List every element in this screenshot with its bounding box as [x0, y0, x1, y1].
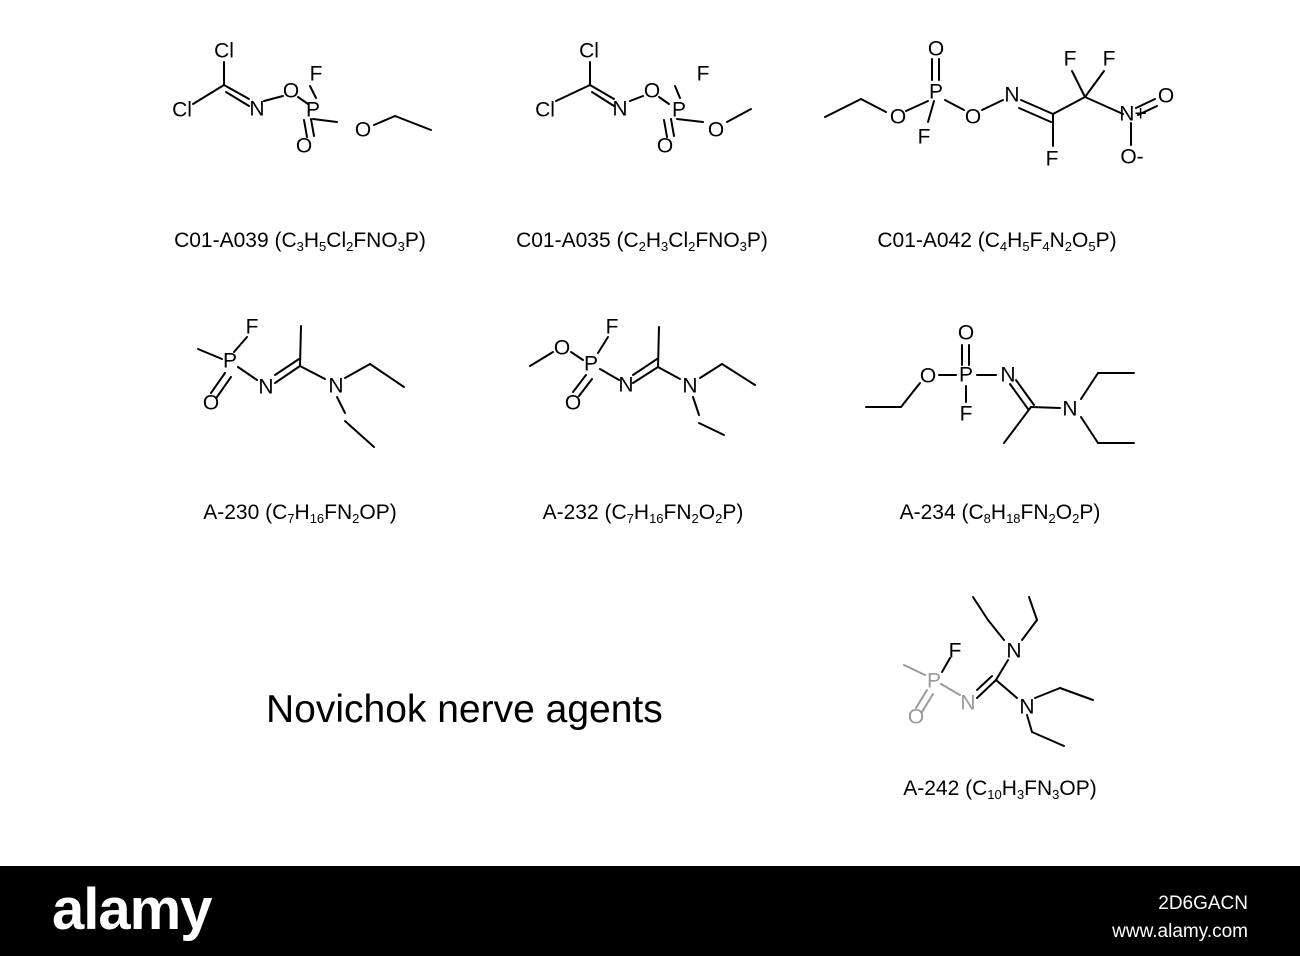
- atom-o: O: [965, 106, 981, 129]
- atom-f: F: [606, 316, 619, 339]
- atom-o: O: [890, 106, 906, 129]
- atom-n: N: [618, 374, 633, 397]
- atom-p: P: [584, 353, 598, 376]
- atom-n: N: [1004, 84, 1019, 107]
- atom-o: O: [554, 337, 570, 360]
- atom-p: P: [306, 99, 320, 122]
- compound-code: C01-A042 (: [877, 229, 985, 252]
- atom-f: F: [960, 403, 973, 426]
- atom-n: N: [1000, 364, 1015, 387]
- alamy-logo: alamy: [52, 877, 212, 942]
- atom-o-minus: O-: [1120, 146, 1143, 169]
- atom-n: N: [1019, 696, 1034, 719]
- structure-c01-a039: Cl Cl N O F P O O: [172, 40, 432, 158]
- atom-n: N: [682, 375, 697, 398]
- atom-n: N: [960, 692, 975, 715]
- formula-caption: C01-A039 (C3H5Cl2FNO3P): [174, 229, 426, 254]
- atom-o: O: [296, 135, 312, 158]
- formula-caption: C01-A042 (C4H5F4N2O5P): [877, 229, 1117, 254]
- atom-p: P: [927, 670, 941, 693]
- atom-n: N: [328, 375, 343, 398]
- compound-code: A-242 (: [903, 777, 973, 800]
- formula-caption: A-234 (C8H18FN2O2P): [899, 501, 1101, 526]
- page-title: Novichok nerve agents: [266, 688, 663, 731]
- atom-o: O: [708, 119, 724, 142]
- atom-n: N: [1062, 398, 1077, 421]
- compound-code: A-234 (: [899, 501, 969, 524]
- atom-n: N: [612, 98, 627, 121]
- formula-caption: A-242 (C10H3FN3OP): [903, 777, 1097, 802]
- atom-f: F: [310, 63, 323, 86]
- atom-o: O: [1158, 85, 1174, 108]
- formula-caption: C01-A035 (C2H3Cl2FNO3P): [516, 229, 768, 254]
- atom-o: O: [928, 38, 944, 61]
- atom-o: O: [920, 365, 936, 388]
- structure-c01-a042: O O P F O N F F F N+ O O-: [824, 38, 1174, 171]
- compound-code: C01-A039 (: [174, 229, 282, 252]
- atom-p: P: [959, 364, 973, 387]
- structure-a-234: O O P F N N: [865, 322, 1135, 444]
- diagram-canvas: Cl Cl N O F P O O Cl Cl N O F P O O: [172, 37, 1175, 802]
- atom-n: N: [258, 376, 273, 399]
- structure-a-232: O P F O N N: [529, 316, 756, 436]
- atom-cl: Cl: [214, 40, 234, 63]
- structure-diagrams: Cl Cl N O F P O O Cl Cl N O F P O O: [172, 38, 1174, 747]
- structure-c01-a035: Cl Cl N O F P O O: [535, 40, 752, 158]
- atom-f: F: [246, 316, 259, 339]
- atom-cl: Cl: [579, 40, 599, 63]
- atom-p: P: [929, 81, 943, 104]
- atom-o: O: [644, 80, 660, 103]
- watermark-bar: [0, 866, 1300, 956]
- atom-p: P: [223, 350, 237, 373]
- atom-o: O: [565, 392, 581, 415]
- atom-n: N: [249, 98, 264, 121]
- compound-code: C01-A035 (: [516, 229, 624, 252]
- atom-o: O: [283, 80, 299, 103]
- atom-o: O: [355, 119, 371, 142]
- formula-caption: A-230 (C7H16FN2OP): [203, 501, 397, 526]
- formula-caption: A-232 (C7H16FN2O2P): [542, 501, 744, 526]
- atom-f: F: [1064, 48, 1077, 71]
- atom-f: F: [697, 63, 710, 86]
- atom-n: N: [1006, 640, 1021, 663]
- compound-code: A-230 (: [203, 501, 273, 524]
- atom-o: O: [657, 135, 673, 158]
- atom-o: O: [958, 322, 974, 345]
- atom-f: F: [1103, 48, 1116, 71]
- atom-n-plus: N+: [1119, 103, 1146, 126]
- atom-f: F: [918, 126, 931, 149]
- site-url: www.alamy.com: [1112, 921, 1248, 942]
- atom-f: F: [949, 640, 962, 663]
- compound-code: A-232 (: [542, 501, 612, 524]
- structure-a-230: P F O N N: [197, 316, 405, 448]
- atom-p: P: [672, 99, 686, 122]
- atom-f: F: [1046, 148, 1059, 171]
- atom-cl: Cl: [535, 99, 555, 122]
- atom-o: O: [908, 706, 924, 729]
- atom-o: O: [203, 392, 219, 415]
- structure-a-242: P O N F N N: [903, 596, 1094, 747]
- atom-cl: Cl: [172, 99, 192, 122]
- image-id: 2D6GACN: [1158, 893, 1248, 914]
